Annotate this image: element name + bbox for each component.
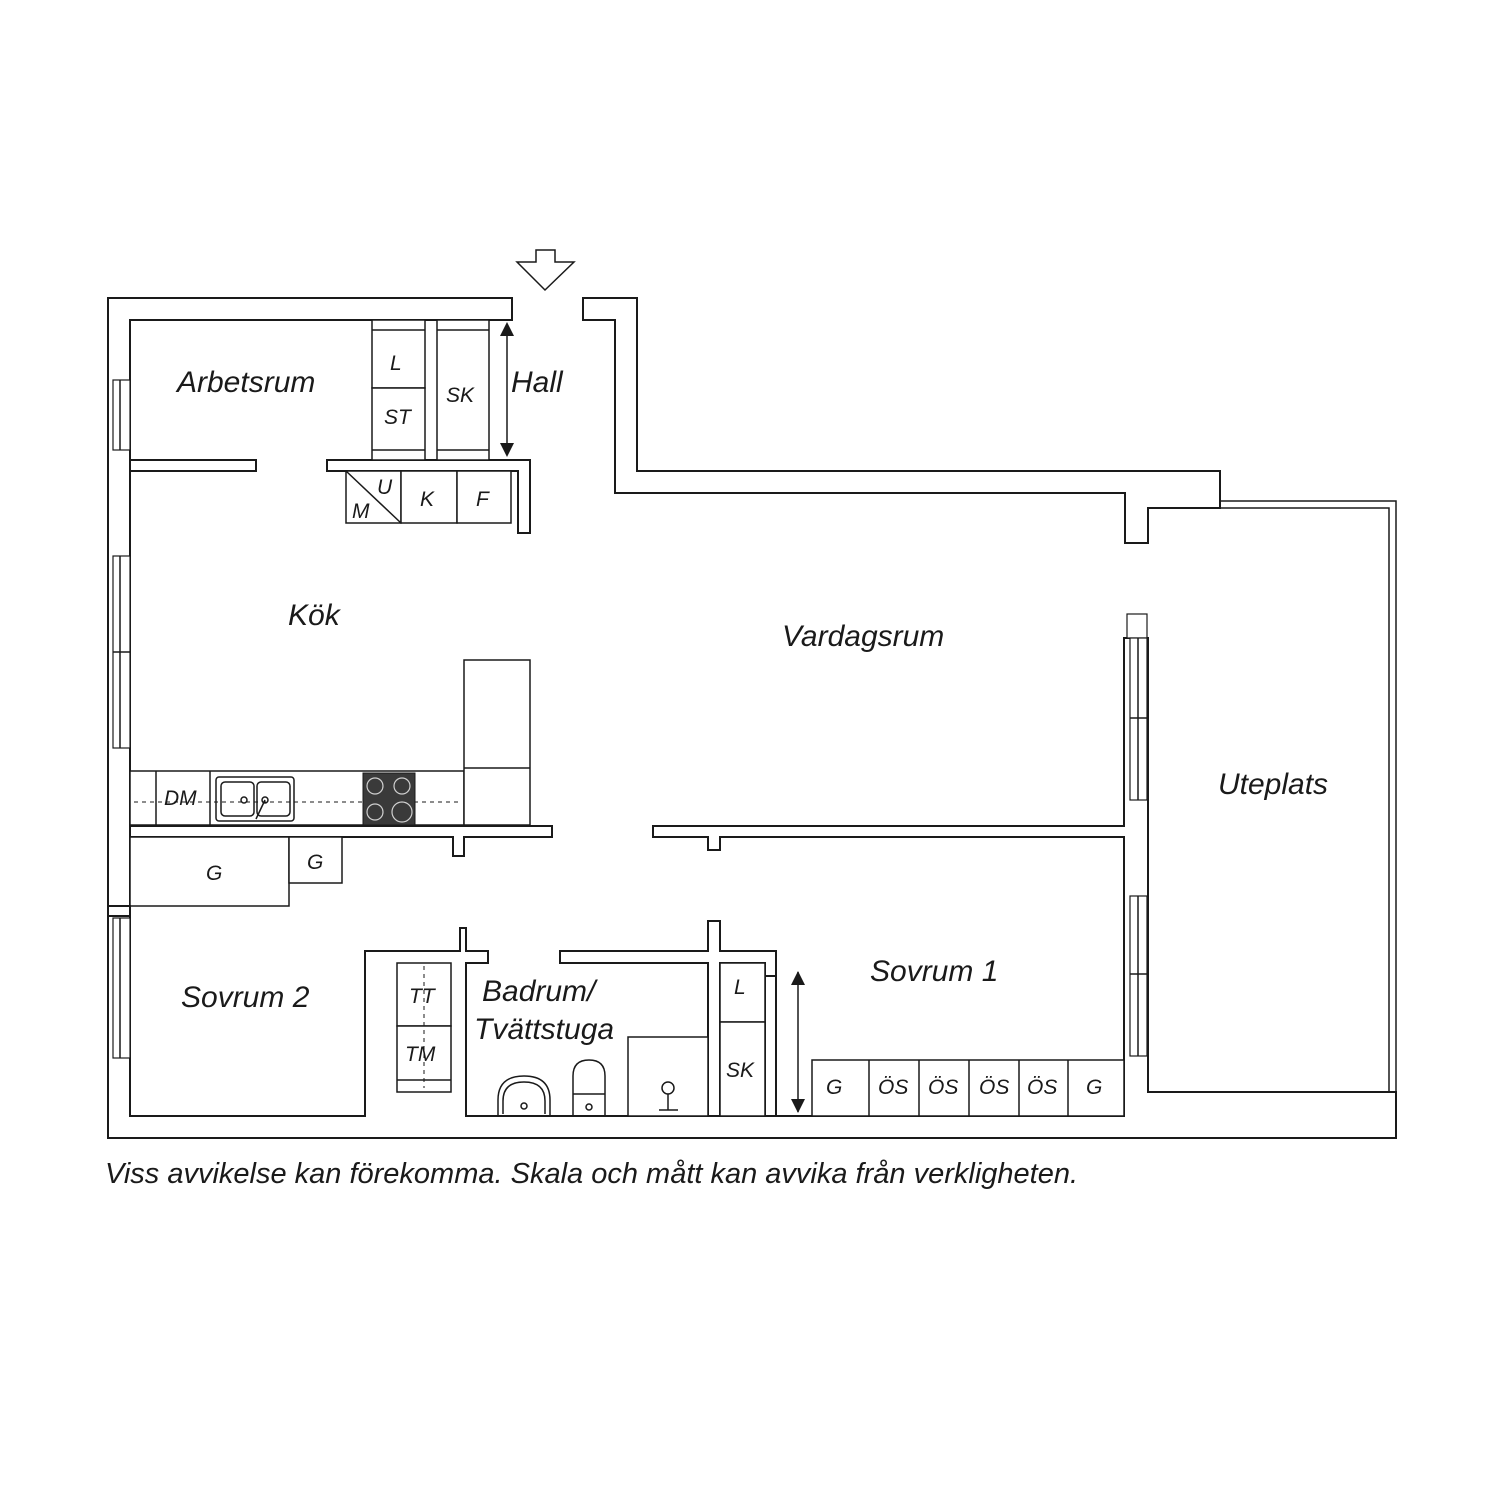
label-M: M — [352, 500, 370, 523]
wardrobe-row-sovrum1 — [811, 1059, 1125, 1117]
label-TT: TT — [409, 985, 437, 1008]
label-G-big: G — [206, 862, 222, 885]
label-OS-2: ÖS — [928, 1076, 958, 1099]
room-label-tvattstuga: Tvättstuga — [474, 1013, 614, 1046]
disclaimer-caption: Viss avvikelse kan förekomma. Skala och … — [105, 1158, 1079, 1190]
shower-icon — [659, 1081, 678, 1111]
stove-icon — [362, 772, 416, 826]
label-ST: ST — [384, 406, 413, 429]
closet-L — [371, 319, 426, 389]
washbasin-icon — [497, 1075, 551, 1116]
terrace-outline — [1220, 500, 1397, 1092]
label-SK-hall: SK — [446, 384, 475, 407]
hall-wall — [582, 297, 1221, 544]
label-OS-1: ÖS — [878, 1076, 908, 1099]
window-icon — [112, 379, 131, 1059]
label-L-bed: L — [734, 976, 746, 999]
room-label-sovrum2: Sovrum 2 — [181, 981, 310, 1014]
room-label-sovrum1: Sovrum 1 — [870, 955, 998, 988]
label-G-s2: G — [1086, 1076, 1102, 1099]
closet-SK-bed — [719, 1021, 766, 1117]
label-SK-bed: SK — [726, 1059, 755, 1082]
closet-SK-hall — [436, 319, 490, 461]
entrance-arrow-icon — [515, 249, 576, 292]
label-G-small: G — [307, 851, 323, 874]
room-label-vardagsrum: Vardagsrum — [782, 620, 944, 653]
wardrobe-G-small — [288, 836, 343, 884]
label-G-s1: G — [826, 1076, 842, 1099]
window-icon — [1126, 613, 1148, 1057]
label-OS-4: ÖS — [1027, 1076, 1057, 1099]
wall-kitchen-closet — [326, 459, 531, 534]
room-label-badrum: Badrum/ — [482, 975, 598, 1008]
label-OS-3: ÖS — [979, 1076, 1009, 1099]
toilet-icon — [572, 1059, 606, 1116]
double-arrow-icon — [791, 971, 805, 1113]
label-DM: DM — [164, 787, 197, 810]
double-arrow-icon — [500, 322, 514, 457]
wall-sovrum2-top — [107, 905, 131, 917]
closet-L-bed — [719, 962, 766, 1023]
kitchen-closet-K — [400, 470, 458, 524]
fridge-column — [463, 659, 531, 826]
wall-bed-closet — [764, 975, 777, 1117]
wall-arbetsrum-kitchen — [129, 459, 257, 472]
label-K: K — [420, 488, 435, 511]
label-F: F — [476, 488, 490, 511]
closet-ST — [371, 387, 426, 461]
room-label-uteplats: Uteplats — [1218, 768, 1328, 801]
wardrobe-G-big — [129, 836, 290, 907]
kitchen-closet-F — [456, 470, 512, 524]
sink-icon — [215, 776, 295, 822]
room-label-kok: Kök — [288, 599, 342, 632]
room-label-arbetsrum: Arbetsrum — [175, 366, 315, 399]
label-U: U — [377, 476, 393, 499]
label-L: L — [390, 352, 402, 375]
room-label-hall: Hall — [511, 366, 564, 399]
label-TM: TM — [405, 1043, 436, 1066]
